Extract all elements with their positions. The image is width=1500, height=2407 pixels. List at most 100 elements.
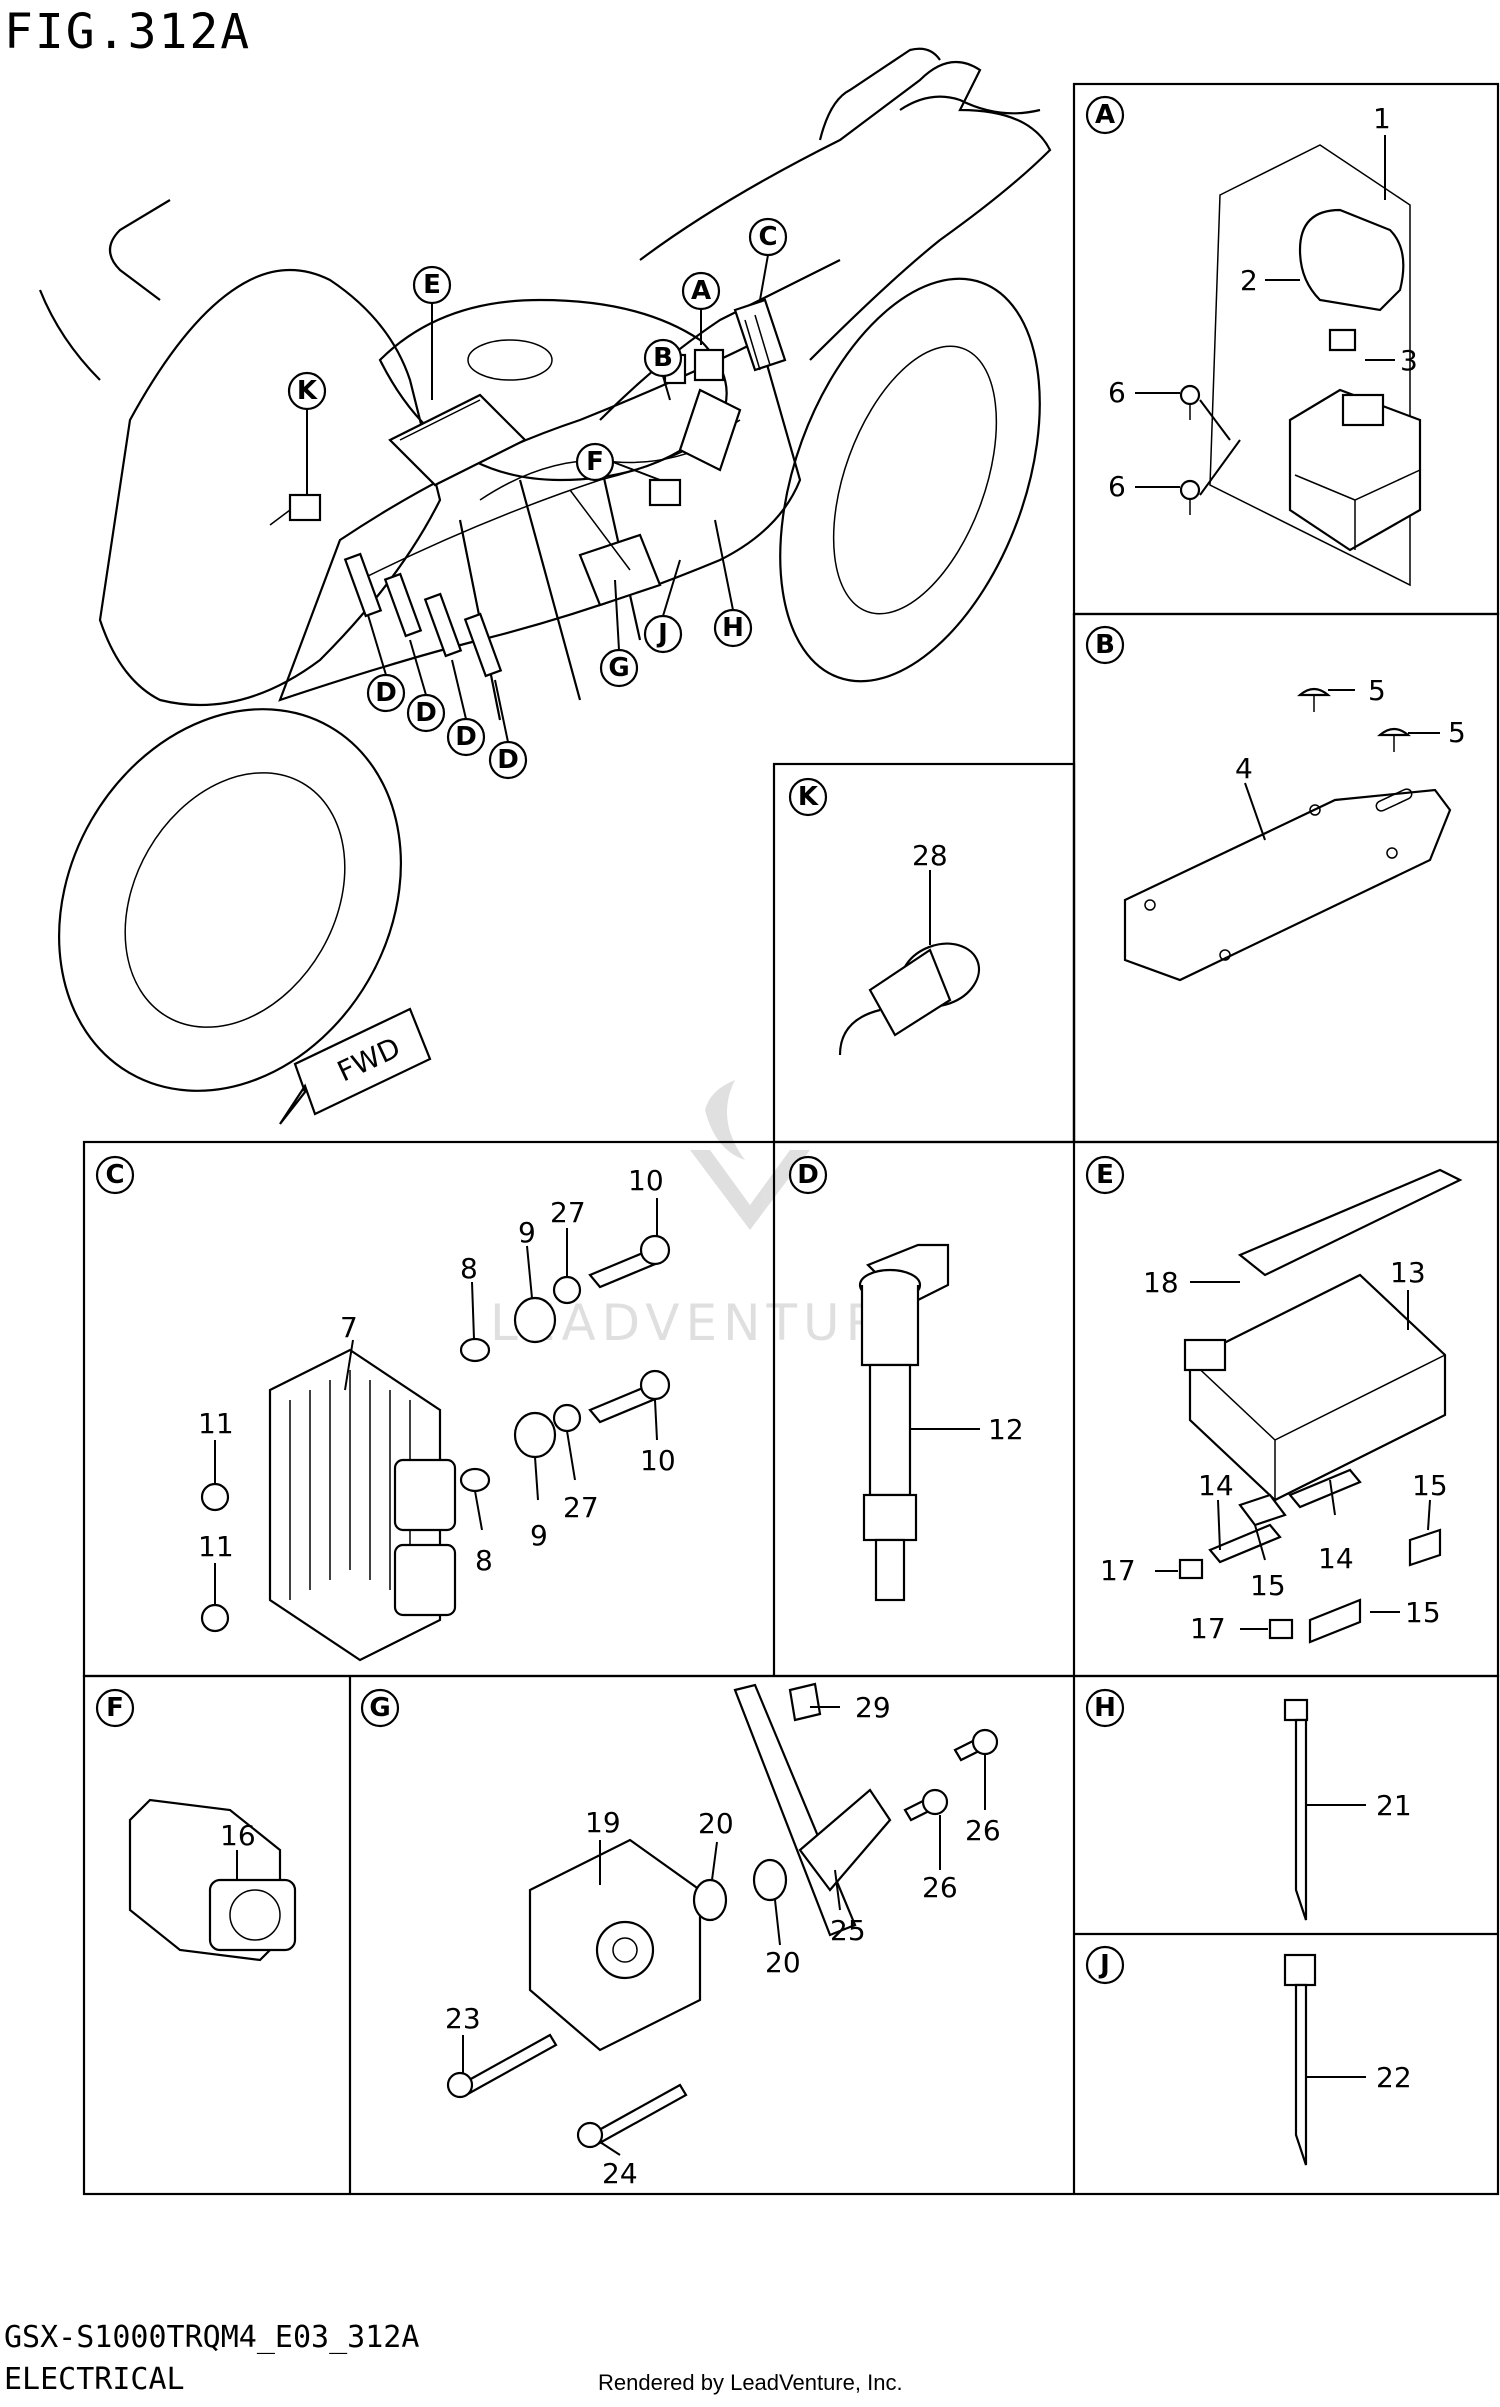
panel-a: A 1 2 3 6 6 xyxy=(1085,95,1422,587)
svg-text:17: 17 xyxy=(1190,1612,1226,1645)
svg-text:13: 13 xyxy=(1390,1256,1426,1289)
svg-text:5: 5 xyxy=(1448,716,1466,749)
svg-text:E: E xyxy=(1096,1160,1114,1190)
svg-text:17: 17 xyxy=(1100,1554,1136,1587)
panel-a-badge: A xyxy=(1085,95,1125,135)
panel-f-badge: F xyxy=(95,1688,135,1728)
svg-text:4: 4 xyxy=(1235,752,1253,785)
svg-text:2: 2 xyxy=(1240,264,1258,297)
callout-a: A xyxy=(681,271,721,311)
panel-c: C 7 8 8 9 9 10 10 11 11 2 xyxy=(95,1155,676,1662)
svg-text:24: 24 xyxy=(602,2157,638,2190)
svg-text:20: 20 xyxy=(765,1946,801,1979)
svg-text:E: E xyxy=(423,270,441,300)
svg-text:D: D xyxy=(497,745,519,775)
svg-text:C: C xyxy=(758,222,777,252)
overview-callouts: A B C D D D D E F G H J K xyxy=(287,217,788,780)
svg-text:B: B xyxy=(653,343,673,373)
svg-text:K: K xyxy=(297,376,318,406)
panel-k: K 28 xyxy=(788,777,981,1056)
svg-text:7: 7 xyxy=(340,1311,358,1344)
svg-text:23: 23 xyxy=(445,2002,481,2035)
svg-text:28: 28 xyxy=(912,839,948,872)
svg-text:C: C xyxy=(105,1160,124,1190)
svg-text:F: F xyxy=(586,447,604,477)
panel-g: G 19 20 20 23 24 25 26 26 29 xyxy=(360,1682,1001,2190)
panel-b-badge: B xyxy=(1085,625,1125,665)
ecm-overview xyxy=(388,393,527,487)
panel-f: F 16 xyxy=(95,1688,297,1962)
svg-text:G: G xyxy=(608,653,629,683)
svg-text:8: 8 xyxy=(460,1252,478,1285)
svg-text:15: 15 xyxy=(1412,1469,1448,1502)
overview-leaders xyxy=(306,254,769,743)
bracket-overview xyxy=(678,388,742,472)
svg-text:H: H xyxy=(1094,1693,1116,1723)
svg-text:A: A xyxy=(691,276,711,306)
panel-h: H 21 xyxy=(1085,1688,1412,1921)
svg-text:9: 9 xyxy=(530,1519,548,1552)
watermark-text: LEADVENTURE xyxy=(490,1294,924,1352)
callout-h: H xyxy=(713,608,753,648)
svg-text:21: 21 xyxy=(1376,1789,1412,1822)
svg-text:F: F xyxy=(106,1693,124,1723)
svg-text:A: A xyxy=(1095,100,1115,130)
svg-text:22: 22 xyxy=(1376,2061,1412,2094)
leadventure-watermark: LEADVENTURE xyxy=(490,1080,924,1352)
svg-text:10: 10 xyxy=(628,1164,664,1197)
svg-text:10: 10 xyxy=(640,1444,676,1477)
svg-text:6: 6 xyxy=(1108,376,1126,409)
panel-h-badge: H xyxy=(1085,1688,1125,1728)
svg-text:9: 9 xyxy=(518,1216,536,1249)
callout-e: E xyxy=(412,265,452,305)
panel-d-badge: D xyxy=(788,1155,828,1195)
svg-text:B: B xyxy=(1095,630,1115,660)
panel-j: J 22 xyxy=(1085,1945,1412,2166)
callout-b: B xyxy=(643,338,683,378)
callout-d1: D xyxy=(366,673,406,713)
g-actuator-overview xyxy=(569,489,662,607)
svg-text:19: 19 xyxy=(585,1806,621,1839)
callout-d3: D xyxy=(446,717,486,757)
panel-frames xyxy=(82,82,1500,2196)
callout-d2: D xyxy=(406,693,446,733)
svg-text:5: 5 xyxy=(1368,674,1386,707)
svg-text:3: 3 xyxy=(1400,344,1418,377)
panel-e: E 13 14 14 15 15 15 17 17 18 xyxy=(1085,1155,1463,1645)
svg-text:J: J xyxy=(1098,1950,1110,1980)
svg-text:27: 27 xyxy=(550,1196,586,1229)
svg-text:20: 20 xyxy=(698,1807,734,1840)
svg-text:25: 25 xyxy=(830,1914,866,1947)
figure-title: FIG.312A xyxy=(4,4,252,60)
panel-b: B 4 5 5 xyxy=(1085,625,1466,982)
svg-text:27: 27 xyxy=(563,1491,599,1524)
svg-text:K: K xyxy=(798,782,819,812)
render-credit: Rendered by LeadVenture, Inc. xyxy=(598,2370,903,2395)
section-name: ELECTRICAL xyxy=(4,2362,185,2397)
svg-text:J: J xyxy=(656,619,668,649)
callout-j: J xyxy=(643,614,683,654)
svg-text:H: H xyxy=(722,613,744,643)
svg-text:6: 6 xyxy=(1108,470,1126,503)
socket-overview xyxy=(269,493,322,526)
panel-g-badge: G xyxy=(360,1688,400,1728)
svg-text:29: 29 xyxy=(855,1691,891,1724)
svg-text:D: D xyxy=(415,698,437,728)
regulator-overview xyxy=(733,298,787,372)
svg-text:8: 8 xyxy=(475,1544,493,1577)
svg-text:14: 14 xyxy=(1318,1542,1354,1575)
svg-text:D: D xyxy=(455,722,477,752)
svg-text:15: 15 xyxy=(1250,1569,1286,1602)
svg-text:14: 14 xyxy=(1198,1469,1234,1502)
motorcycle-overview xyxy=(38,47,1052,1092)
svg-text:11: 11 xyxy=(198,1407,234,1440)
panel-k-badge: K xyxy=(788,777,828,817)
svg-text:1: 1 xyxy=(1373,102,1391,135)
callout-d4: D xyxy=(488,740,528,780)
svg-text:26: 26 xyxy=(965,1814,1001,1847)
callout-c: C xyxy=(748,217,788,257)
f-connector-overview xyxy=(648,478,682,507)
svg-text:G: G xyxy=(369,1693,390,1723)
svg-text:D: D xyxy=(797,1160,819,1190)
panel-e-badge: E xyxy=(1085,1155,1125,1195)
